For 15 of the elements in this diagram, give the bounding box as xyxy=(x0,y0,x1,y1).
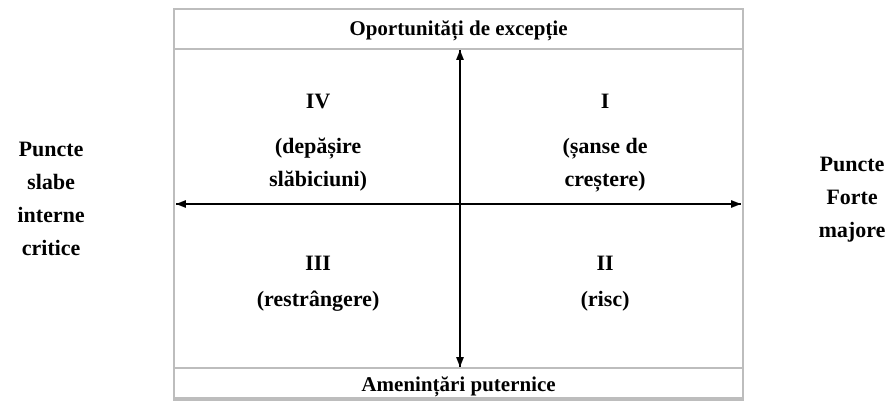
quadrant-number: IV xyxy=(304,87,332,115)
quadrant-label: (risc) xyxy=(580,285,630,313)
quadrant-label: (depășire slăbiciuni) xyxy=(268,132,368,193)
band-title: Amenințări puternice xyxy=(361,372,556,396)
quadrant-number: III xyxy=(304,249,332,277)
bottom-band xyxy=(173,367,744,401)
quadrant-number: II xyxy=(595,249,615,277)
quadrant-number: I xyxy=(600,87,610,115)
side-label: Puncte slabe interne critice xyxy=(16,135,86,262)
axis-arrow xyxy=(456,50,464,367)
band-title: Oportunități de excepție xyxy=(349,16,568,40)
quadrant-label: (șanse de creștere) xyxy=(562,132,648,194)
side-label: Puncte Forte majore xyxy=(818,150,886,244)
quadrant-label: (restrângere) xyxy=(256,285,380,313)
matrix-frame xyxy=(173,8,744,399)
